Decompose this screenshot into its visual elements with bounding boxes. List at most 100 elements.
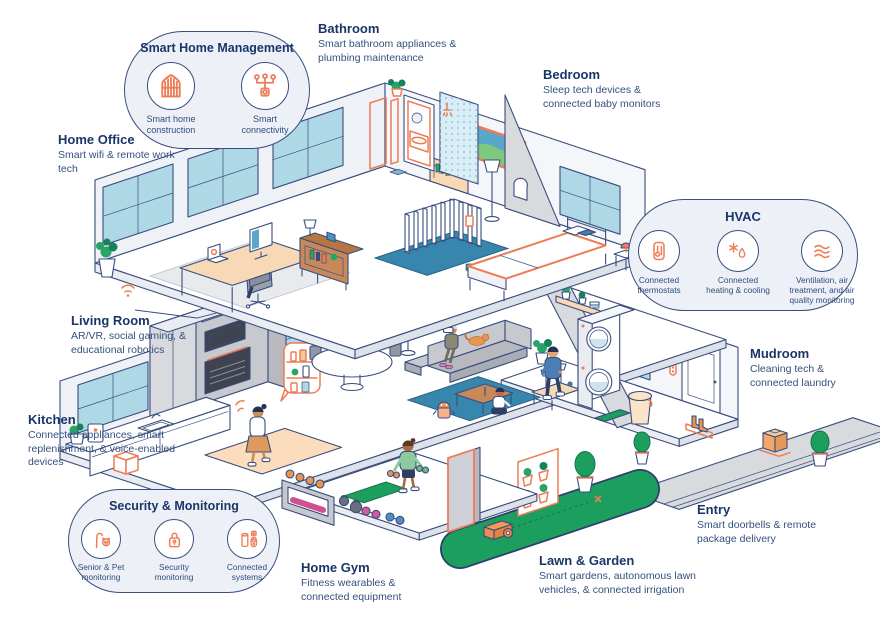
bubble-item: Connected heating & cooling — [705, 230, 771, 296]
bubble-smart-home-management: Smart Home Management Smart home constru… — [124, 31, 310, 149]
bed — [467, 216, 607, 302]
lawn — [440, 469, 660, 569]
room-title: Bedroom — [543, 67, 601, 82]
bathroom-sink — [403, 94, 435, 172]
upper-level — [94, 79, 646, 360]
home-office — [96, 219, 364, 313]
weight-rack — [281, 469, 335, 526]
bedroom — [467, 159, 639, 302]
dining-set — [309, 341, 402, 392]
monitor — [249, 222, 273, 260]
bubble-item: Smart home construction — [134, 62, 208, 136]
smart-connectivity-icon — [241, 62, 289, 110]
security-monitoring-icon — [154, 519, 194, 559]
senior-pet-monitoring-icon — [81, 519, 121, 559]
console-lamp — [303, 219, 317, 237]
bedroom-floor-lamp — [483, 159, 501, 222]
room-title: Bathroom — [318, 21, 380, 36]
room-title: Home Gym — [301, 560, 370, 575]
connected-thermostats-icon — [638, 230, 680, 272]
outdoors — [281, 417, 880, 569]
room-desc: Smart doorbells & remote package deliver… — [697, 518, 817, 545]
mudroom — [540, 281, 713, 439]
washer-dryer — [577, 304, 635, 410]
room-title: Kitchen — [28, 412, 76, 427]
bubble-security-monitoring: Security & Monitoring Senior & Pet monit… — [68, 489, 280, 593]
bubble-item: Ventilation, air treatment, and air qual… — [786, 230, 858, 306]
plant-pot — [69, 423, 85, 445]
living-room — [134, 283, 581, 422]
room-title: Mudroom — [750, 346, 810, 361]
bath-mat — [388, 168, 408, 176]
office-console — [299, 219, 364, 291]
mudroom-shelf — [555, 285, 601, 318]
room-desc: Connected appliances, smart replenishmen… — [28, 428, 176, 469]
label-kitchen: Kitchen Connected appliances, smart repl… — [28, 412, 188, 470]
room-title: Lawn & Garden — [539, 553, 635, 568]
laundry-basket — [627, 390, 653, 425]
robot — [432, 401, 456, 419]
bubble-item-label: Connected heating & cooling — [706, 275, 770, 295]
bubble-item: Connected thermostats — [628, 230, 690, 296]
kitchen-person — [235, 400, 272, 467]
ventilation-icon — [801, 230, 843, 272]
connected-systems-icon — [227, 519, 267, 559]
office-chair-base — [245, 293, 271, 309]
nursery-rug — [373, 230, 510, 276]
bubble-item-label: Senior & Pet monitoring — [77, 562, 125, 582]
bubble-title: Smart Home Management — [140, 41, 294, 55]
laptop — [207, 243, 229, 264]
package — [759, 428, 791, 458]
label-home-office: Home Office Smart wifi & remote work tec… — [58, 132, 193, 176]
mudroom-person — [540, 346, 566, 401]
label-living-room: Living Room AR/VR, social gaming, & educ… — [71, 313, 231, 357]
boots — [685, 415, 713, 439]
bubble-item-label: Connected thermostats — [637, 275, 681, 295]
label-bathroom: Bathroom Smart bathroom appliances & plu… — [318, 21, 488, 65]
hanging-plant — [388, 79, 406, 97]
bubble-item: Smart connectivity — [230, 62, 300, 136]
room-title: Entry — [697, 502, 731, 517]
robot-lawn-mower — [483, 520, 514, 540]
smart-crate — [113, 451, 139, 475]
bubble-item: Connected systems — [217, 519, 277, 583]
wifi-icon — [121, 284, 135, 297]
dumbbells — [361, 506, 405, 525]
room-desc: Fitness wearables & connected equipment — [301, 576, 402, 603]
bubble-item: Security monitoring — [145, 519, 203, 583]
room-desc: Smart bathroom appliances & plumbing mai… — [318, 37, 457, 64]
cat — [464, 332, 490, 346]
label-lawn-garden: Lawn & Garden Smart gardens, autonomous … — [539, 553, 734, 597]
kettlebells — [338, 495, 363, 514]
bathroom-door-frame — [369, 96, 399, 170]
label-bedroom: Bedroom Sleep tech devices & connected b… — [543, 67, 703, 111]
label-entry: Entry Smart doorbells & remote package d… — [697, 502, 867, 546]
bubble-hvac: HVAC Connected thermostats Connected hea… — [628, 199, 858, 311]
bubble-title: HVAC — [725, 209, 761, 224]
bubble-item-label: Smart connectivity — [241, 114, 289, 135]
room-desc: Cleaning tech & connected laundry — [750, 362, 836, 389]
smart-home-construction-icon — [147, 62, 195, 110]
bubble-item-label: Ventilation, air treatment, and air qual… — [789, 275, 855, 305]
label-mudroom: Mudroom Cleaning tech & connected laundr… — [750, 346, 875, 390]
arch-mirror — [513, 177, 528, 201]
gym-mirror — [447, 446, 481, 533]
room-title: Living Room — [71, 313, 150, 328]
bubble-title: Security & Monitoring — [109, 499, 239, 513]
kneeling-child — [491, 387, 511, 415]
bubble-item-label: Connected systems — [226, 562, 268, 582]
sloped-wall — [504, 94, 561, 227]
bubble-item: Senior & Pet monitoring — [71, 519, 131, 583]
home-gym — [281, 438, 538, 541]
bedroom-window — [559, 165, 621, 235]
shower — [439, 91, 479, 185]
room-title: Home Office — [58, 132, 135, 147]
room-desc: Sleep tech devices & connected baby moni… — [543, 83, 661, 110]
heating-cooling-icon — [717, 230, 759, 272]
gym-person — [386, 438, 430, 494]
bubble-item-label: Smart home construction — [146, 114, 196, 135]
topiary — [574, 430, 830, 493]
room-desc: AR/VR, social gaming, & educational robo… — [71, 329, 186, 356]
